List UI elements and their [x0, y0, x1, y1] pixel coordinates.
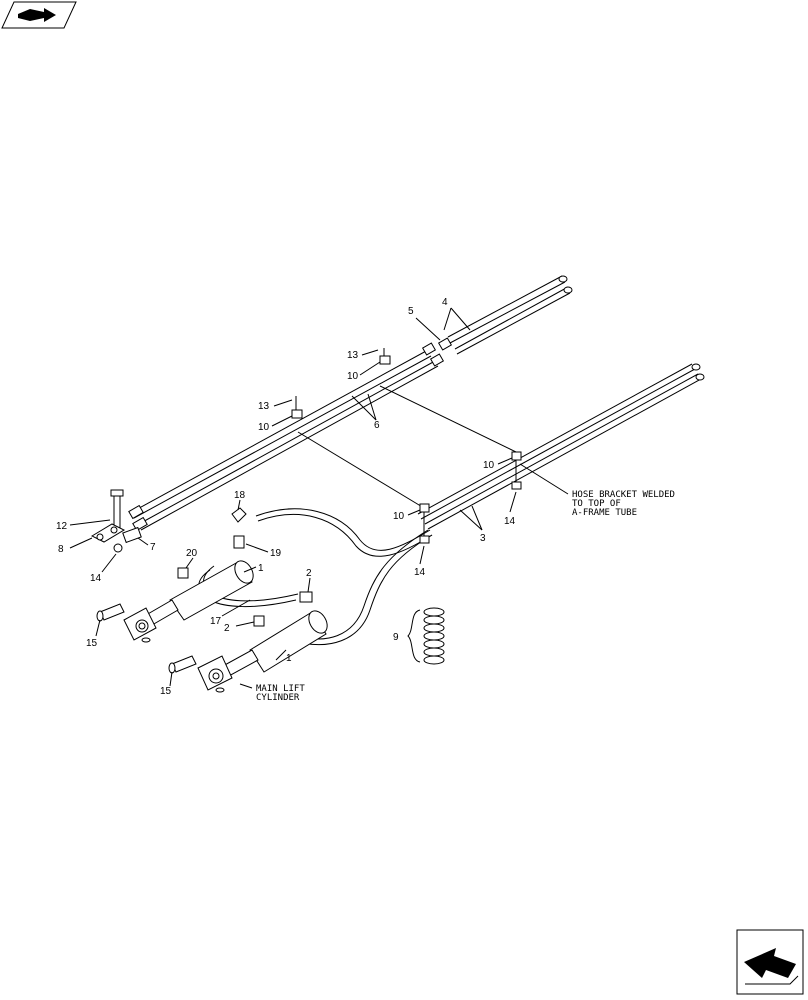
- callout-17: 17: [210, 616, 222, 627]
- callout-10a: 10: [347, 371, 359, 382]
- callout-12: 12: [56, 521, 68, 532]
- leader-lines: [69, 307, 569, 689]
- main-lift-cylinder: [197, 610, 328, 691]
- hose-brackets: [291, 348, 522, 544]
- bracket-note-line-1: HOSE BRACKET WELDED: [572, 490, 675, 500]
- pins-15: [96, 603, 225, 693]
- hose-assembly-6: [128, 337, 453, 532]
- a-frame-outline: [297, 385, 517, 509]
- callout-20: 20: [186, 548, 198, 559]
- callout-10d: 10: [393, 511, 405, 522]
- book-arrow-icon[interactable]: [1, 1, 77, 29]
- callout-10c: 10: [483, 460, 495, 471]
- hose-assembly-4: [447, 275, 573, 355]
- hose-assembly-3: [417, 363, 705, 530]
- callout-8: 8: [58, 544, 64, 555]
- callout-2a: 2: [306, 568, 312, 579]
- callout-13b: 13: [258, 401, 270, 412]
- callout-19: 19: [270, 548, 282, 559]
- cylinder-note-line-1: MAIN LIFT: [256, 684, 305, 694]
- callout-14a: 14: [504, 516, 516, 527]
- next-page-arrow-icon[interactable]: [736, 929, 804, 995]
- callout-6: 6: [374, 420, 380, 431]
- callout-1a: 1: [258, 563, 264, 574]
- seal-kit-9: [407, 607, 445, 665]
- callout-15b: 15: [160, 686, 172, 697]
- callout-2b: 2: [224, 623, 230, 634]
- callout-14c: 14: [90, 573, 102, 584]
- callout-5: 5: [408, 306, 414, 317]
- callout-3: 3: [480, 533, 486, 544]
- notes: HOSE BRACKET WELDED TO TOP OF A-FRAME TU…: [256, 490, 675, 703]
- callout-labels: 4 5 13 10 13 10 6 10 10 14 3 14 12 8 7 1…: [56, 297, 516, 697]
- bolt-block-assembly: [90, 489, 142, 553]
- bracket-note-line-2: TO TOP OF: [572, 499, 621, 509]
- callout-7: 7: [150, 542, 156, 553]
- callout-14b: 14: [414, 567, 426, 578]
- cylinder-hose: [198, 508, 433, 646]
- callout-1b: 1: [286, 653, 292, 664]
- cylinder-note-line-2: CYLINDER: [256, 693, 300, 703]
- callout-15a: 15: [86, 638, 98, 649]
- lift-cylinder-upper: [123, 560, 254, 641]
- callout-9: 9: [393, 632, 399, 643]
- callout-18: 18: [234, 490, 246, 501]
- callout-13a: 13: [347, 350, 359, 361]
- bracket-note-line-3: A-FRAME TUBE: [572, 508, 637, 518]
- callout-10b: 10: [258, 422, 270, 433]
- callout-4: 4: [442, 297, 448, 308]
- fittings: [177, 507, 313, 627]
